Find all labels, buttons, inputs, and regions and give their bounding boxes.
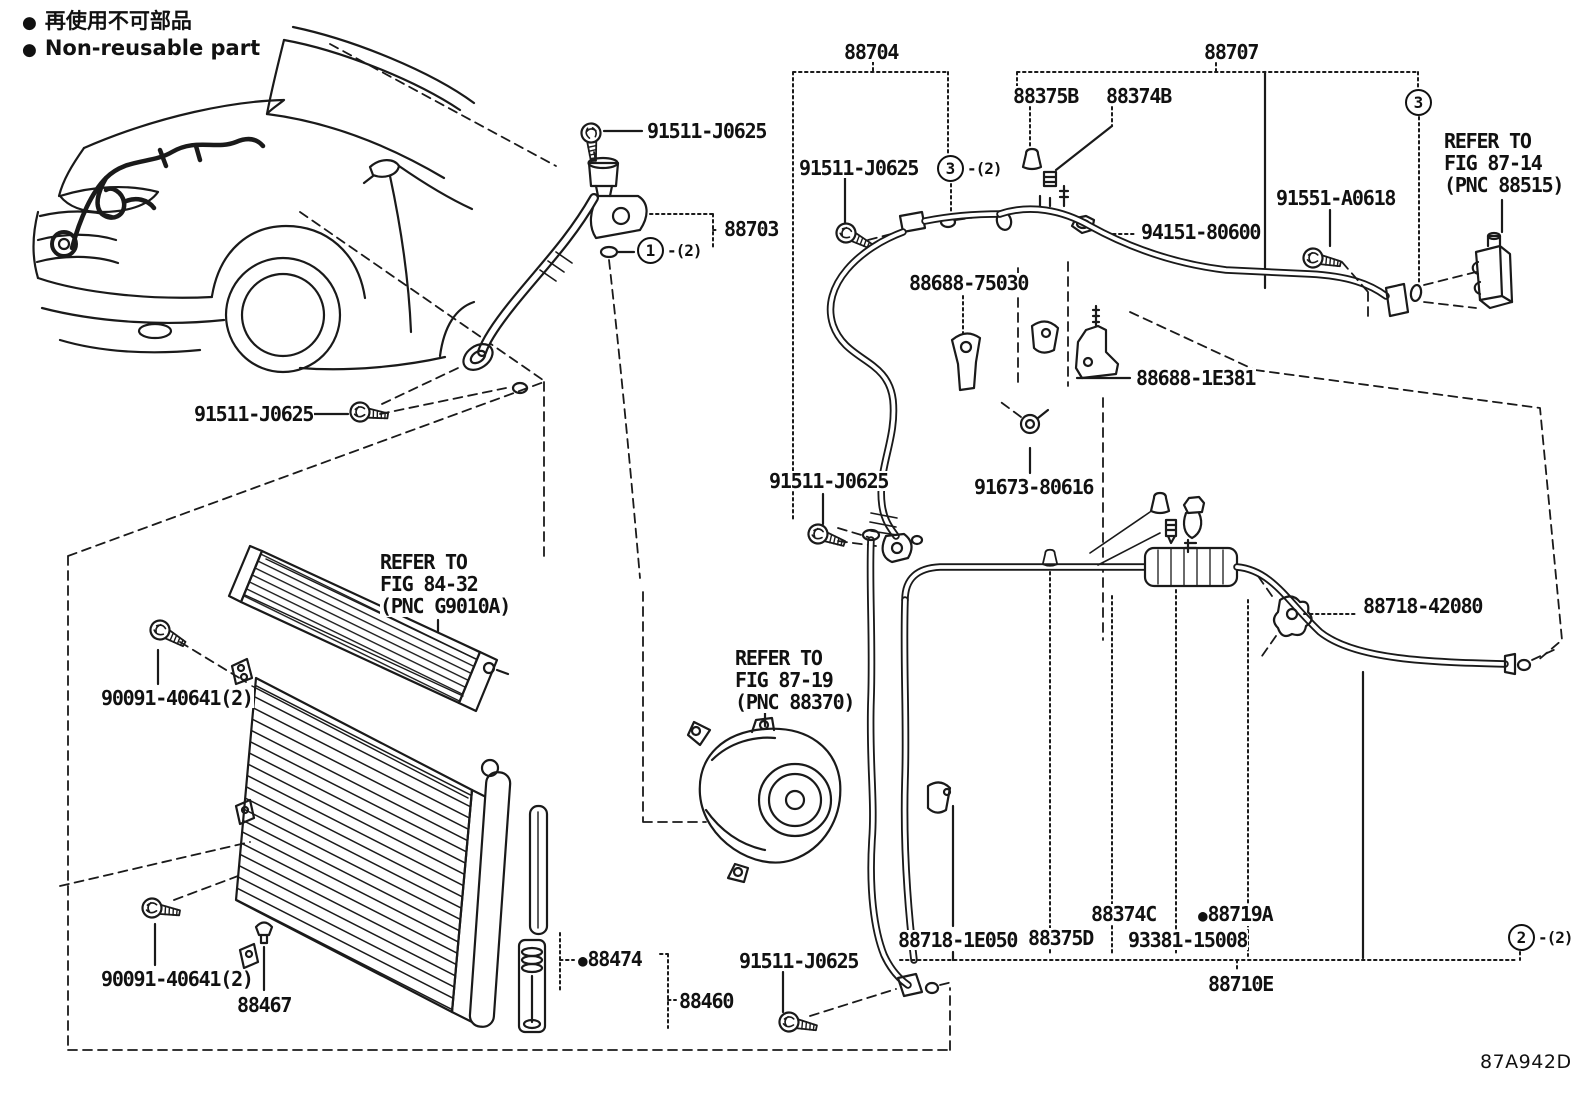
ac-harness-highlight [50,136,266,258]
part-number-text: 88719A [1207,902,1273,926]
part-number-text: 88704 [844,40,899,64]
sub-radiator-ref [227,544,510,713]
grommet-91673-part [997,399,1050,475]
car-sketch-icon [32,25,557,381]
part-label-bolt-90091-lower: 90091-40641(2) [100,969,254,989]
diagram-code: 87A942D [1480,1051,1572,1073]
ref-fig-87-19: REFER TO FIG 87-19 (PNC 88370) [735,646,855,714]
part-label-assy-88707: 88707 [1203,42,1259,62]
part-label-bolt-90091-upper: 90091-40641(2) [100,688,254,708]
part-label-sensor-93381-15008: 93381-15008 [1127,930,1248,950]
part-label-valve-88374C: 88374C [1090,904,1157,924]
part-label-bolt-91511-box: 91511-J0625 [798,158,919,178]
part-label-clamp-88718-1E050: 88718-1E050 [897,930,1018,950]
part-number-text: 88688-1E381 [1136,366,1256,390]
part-number-text: 88467 [237,993,292,1017]
callout-3-box: 3-(2) [937,155,1003,182]
non-reusable-dot-icon: ● [22,40,37,60]
part-label-clamp-88718-42080: 88718-42080 [1362,596,1483,616]
part-label-bolt-bottom-91511: 91511-J0625 [738,951,859,971]
part-label-grommet-91673-80616: 91673-80616 [973,477,1094,497]
non-reusable-dot-icon: ● [1198,906,1208,925]
pipe-clamp-88688-75030 [950,320,1060,392]
part-number-text: 88375B [1013,84,1079,108]
part-label-cap-88375B: 88375B [1012,86,1079,106]
part-number-text: 94151-80600 [1141,220,1261,244]
part-label-bolt-91551-A0618: 91551-A0618 [1275,188,1396,208]
drier-parts [517,804,549,1034]
mid-fasteners [997,399,1050,475]
liquid-line-88707 [950,62,1563,663]
condenser-88460-part [234,676,512,1028]
clamp-88718-42080-part [1257,575,1359,657]
plug-88467-part [254,921,274,992]
part-number-text: 88374C [1091,902,1157,926]
part-number-text: 90091-40641(2) [101,967,254,991]
callout-number: 2 [1508,924,1535,951]
callout-1: 1-(2) [637,237,703,264]
part-label-bolt-top-91511: 91511-J0625 [646,121,767,141]
part-number-text: 88718-42080 [1363,594,1483,618]
discharge-hose-88703 [804,210,1004,564]
part-label-nut-94151-80600: 94151-80600 [1140,222,1261,242]
clamp-88718-1E050-part [926,781,952,814]
part-number-text: 88688-75030 [909,271,1029,295]
part-number-text: 88703 [724,217,779,241]
legend-jp-text: 再使用不可部品 [44,9,192,33]
bracket-88688-1E381-part [1074,304,1120,380]
part-number-text: 91511-J0625 [799,156,919,180]
part-label-drier-88474: ●88474 [577,949,643,971]
part-number-text: 90091-40641(2) [101,686,254,710]
part-label-cap-88375D: 88375D [1027,928,1094,948]
callout-number: 3 [937,155,964,182]
condenser-group [59,381,951,1051]
part-number-text: 88460 [679,989,734,1013]
part-label-bolt-mid-91511: 91511-J0625 [768,471,889,491]
part-label-valve-88374B: 88374B [1105,86,1172,106]
part-label-hose-88703: 88703 [723,219,779,239]
part-number-text: 88474 [587,947,642,971]
compressor-ref [642,527,869,884]
pipes-88710E [776,491,1559,1039]
expansion-valve-ref [1471,231,1514,310]
part-number-text: 91511-J0625 [739,949,859,973]
part-number-text: 88707 [1204,40,1259,64]
part-number-text: 88710E [1208,972,1274,996]
part-label-pipe-88710E: 88710E [1207,974,1274,994]
legend-en-text: Non-reusable part [44,36,261,60]
part-number-text: 91673-80616 [974,475,1094,499]
part-number-text: 91511-J0625 [194,402,314,426]
part-number-text: 91551-A0618 [1276,186,1396,210]
callout-quantity: -(2) [967,159,1003,178]
callout-number: 3 [1405,89,1432,116]
part-label-bolt-left-91511: 91511-J0625 [193,404,314,424]
callout-number: 1 [637,237,664,264]
part-number-text: 88375D [1028,926,1094,950]
ref-fig-84-32: REFER TO FIG 84-32 (PNC G9010A) [380,550,511,618]
part-label-condenser-88460: 88460 [678,991,734,1011]
non-reusable-dot-icon: ● [578,951,588,970]
ref-fig-87-14: REFER TO FIG 87-14 (PNC 88515) [1444,129,1564,197]
part-label-clamp-88688-75030: 88688-75030 [908,273,1029,293]
part-label-bracket-88688-1E381: 88688-1E381 [1135,368,1256,388]
legend-jp-row: ● 再使用不可部品 [22,10,192,34]
part-label-oring-88719A: ●88719A [1197,902,1274,926]
part-number-text: 88718-1E050 [898,928,1018,952]
part-number-text: 88374B [1106,84,1172,108]
callout-3-right: 3 [1405,89,1432,116]
part-number-text: 91511-J0625 [647,119,767,143]
callout-quantity: -(2) [667,241,703,260]
service-valve-cluster [1089,491,1206,566]
part-number-text: 91511-J0625 [769,469,889,493]
legend-en-row: ● Non-reusable part [22,37,260,61]
part-label-assy-88704: 88704 [843,42,899,62]
part-number-text: 93381-15008 [1128,928,1248,952]
callout-2-bottom: 2-(2) [1508,924,1574,951]
suction-hose-parts [311,121,720,579]
part-label-plug-88467: 88467 [236,995,292,1015]
non-reusable-dot-icon: ● [22,13,37,33]
callout-quantity: -(2) [1538,928,1574,947]
